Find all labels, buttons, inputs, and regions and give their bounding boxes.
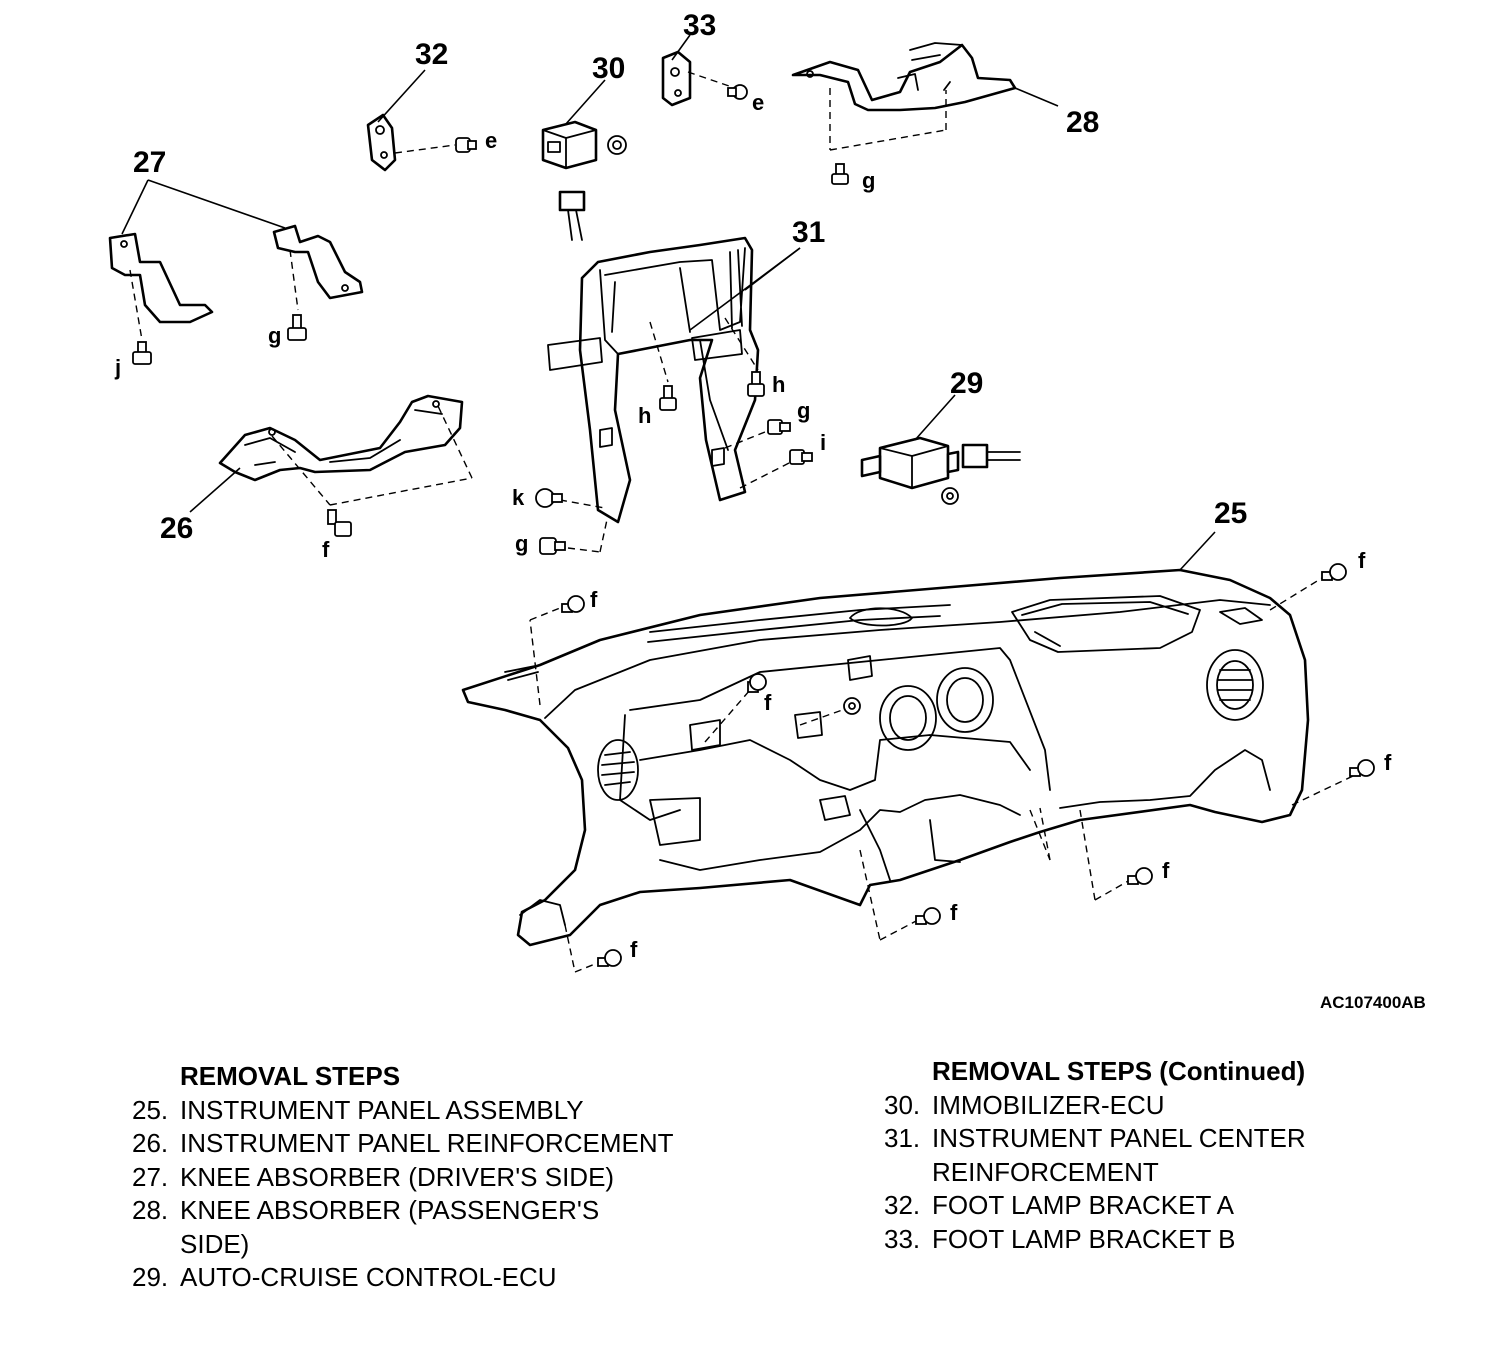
bolt-25-f-8 xyxy=(843,697,861,715)
removal-steps-continued-heading: REMOVAL STEPS (Continued) xyxy=(932,1056,1306,1086)
fastener-g-31-lower: g xyxy=(515,531,528,556)
step-number: 32. xyxy=(884,1190,921,1220)
step-text: IMMOBILIZER-ECU xyxy=(932,1089,1165,1120)
step-item: 25. INSTRUMENT PANEL ASSEMBLY xyxy=(132,1094,772,1128)
bolt-31-g-lower xyxy=(539,537,566,555)
step-item: 27. KNEE ABSORBER (DRIVER'S SIDE) xyxy=(132,1161,772,1195)
bolt-32 xyxy=(455,137,477,153)
bolt-31-h-right xyxy=(747,371,765,397)
bolt-31-i xyxy=(789,449,813,465)
callout-30: 30 xyxy=(592,52,625,85)
fastener-f-25-6: f xyxy=(630,937,638,962)
step-number: 31. xyxy=(884,1123,921,1153)
part-25-instrument-panel-assembly: 25 f f f f f f f xyxy=(461,497,1392,973)
fastener-e-33: e xyxy=(752,90,764,115)
bolt-25-f-1 xyxy=(561,595,585,613)
step-item: 32. FOOT LAMP BRACKET A xyxy=(884,1189,1444,1223)
step-text: KNEE ABSORBER (PASSENGER'S SIDE) xyxy=(180,1195,600,1259)
step-text: INSTRUMENT PANEL CENTER REINFORCEMENT xyxy=(932,1123,1306,1187)
part-27-knee-absorber-driver: 27 j g xyxy=(108,146,364,380)
part-32-foot-lamp-bracket-a: 32 e xyxy=(366,38,497,172)
connector-29 xyxy=(961,443,1021,469)
callout-29: 29 xyxy=(950,367,983,400)
fastener-f-25-4: f xyxy=(1162,858,1170,883)
bolt-33 xyxy=(727,84,748,100)
connector-30 xyxy=(558,190,586,241)
callout-25: 25 xyxy=(1214,497,1247,530)
callout-27: 27 xyxy=(133,146,166,179)
part-29-auto-cruise-control-ecu: 29 xyxy=(860,367,1021,505)
fastener-g-28: g xyxy=(862,168,875,193)
step-number: 25. xyxy=(132,1094,169,1125)
bolt-25-f-4 xyxy=(1127,867,1153,885)
fastener-g-31: g xyxy=(797,398,810,423)
bolt-25-f-5 xyxy=(915,907,941,925)
step-number: 33. xyxy=(884,1223,921,1254)
exploded-diagram: 32 e 30 33 e xyxy=(108,9,1426,1012)
step-item: 33. FOOT LAMP BRACKET B xyxy=(884,1223,1444,1257)
fastener-e-32: e xyxy=(485,128,497,153)
part-33-foot-lamp-bracket-b: 33 e xyxy=(661,9,764,115)
fastener-j-27: j xyxy=(114,355,121,380)
fastener-f-26: f xyxy=(322,537,330,562)
step-text: KNEE ABSORBER (DRIVER'S SIDE) xyxy=(180,1161,615,1192)
step-item: 30. IMMOBILIZER-ECU xyxy=(884,1089,1444,1123)
step-text: FOOT LAMP BRACKET B xyxy=(932,1223,1236,1254)
removal-steps-right: REMOVAL STEPS (Continued) 30. IMMOBILIZE… xyxy=(884,1055,1444,1256)
step-number: 29. xyxy=(132,1262,169,1292)
callout-31: 31 xyxy=(792,216,825,249)
bolt-25-f-2 xyxy=(1321,563,1347,581)
nut-30 xyxy=(607,135,627,155)
step-item: 29. AUTO-CRUISE CONTROL-ECU xyxy=(132,1261,772,1295)
step-number: 28. xyxy=(132,1195,169,1225)
fastener-h-31-left: h xyxy=(638,403,651,428)
step-text: INSTRUMENT PANEL REINFORCEMENT xyxy=(180,1128,674,1158)
callout-26: 26 xyxy=(160,512,193,545)
step-number: 27. xyxy=(132,1161,169,1192)
bolt-26 xyxy=(327,509,352,537)
fastener-f-25-5: f xyxy=(950,900,958,925)
fastener-f-25-3: f xyxy=(1384,750,1392,775)
fastener-k-31: k xyxy=(512,485,525,510)
part-26-instrument-panel-reinforcement: 26 f xyxy=(160,394,473,562)
fastener-f-25-1: f xyxy=(590,587,598,612)
fastener-g-27: g xyxy=(268,323,281,348)
bolt-25-f-7 xyxy=(747,673,767,693)
fastener-f-25-7: f xyxy=(764,690,772,715)
removal-steps-heading: REMOVAL STEPS xyxy=(180,1061,401,1091)
step-number: 26. xyxy=(132,1128,169,1158)
step-number: 30. xyxy=(884,1089,921,1120)
fastener-f-25-2: f xyxy=(1358,548,1366,573)
part-30-immobilizer-ecu: 30 xyxy=(541,52,627,241)
fastener-h-31-right: h xyxy=(772,372,785,397)
step-item: 26. INSTRUMENT PANEL REINFORCEMENT xyxy=(132,1127,772,1161)
bolt-28 xyxy=(831,163,849,185)
part-31-center-reinforcement: 31 h h g i k g xyxy=(512,216,826,556)
fastener-i-31: i xyxy=(820,430,826,455)
bolt-27-g xyxy=(287,314,307,341)
step-item: 31. INSTRUMENT PANEL CENTER REINFORCEMEN… xyxy=(884,1122,1444,1189)
bolt-31-k xyxy=(535,488,563,508)
callout-32: 32 xyxy=(415,38,448,71)
bolt-25-f-6 xyxy=(597,949,622,967)
figure-code: AC107400AB xyxy=(1320,993,1426,1012)
callout-28: 28 xyxy=(1066,106,1099,139)
step-text: FOOT LAMP BRACKET A xyxy=(932,1190,1234,1220)
step-text: AUTO-CRUISE CONTROL-ECU xyxy=(180,1262,557,1292)
bolt-27-j xyxy=(132,341,152,365)
step-text: INSTRUMENT PANEL ASSEMBLY xyxy=(180,1094,584,1125)
diagram-canvas: 32 e 30 33 e xyxy=(108,9,1426,1012)
callout-33: 33 xyxy=(683,9,716,42)
bolt-25-f-3 xyxy=(1349,759,1375,777)
removal-steps-left: REMOVAL STEPS 25. INSTRUMENT PANEL ASSEM… xyxy=(132,1060,772,1295)
bolt-31-g xyxy=(767,419,791,435)
part-28-knee-absorber-passenger: 28 g xyxy=(791,42,1099,193)
step-item: 28. KNEE ABSORBER (PASSENGER'S SIDE) xyxy=(132,1194,772,1261)
bolt-31-h-left xyxy=(659,385,677,411)
nut-29 xyxy=(941,487,959,505)
